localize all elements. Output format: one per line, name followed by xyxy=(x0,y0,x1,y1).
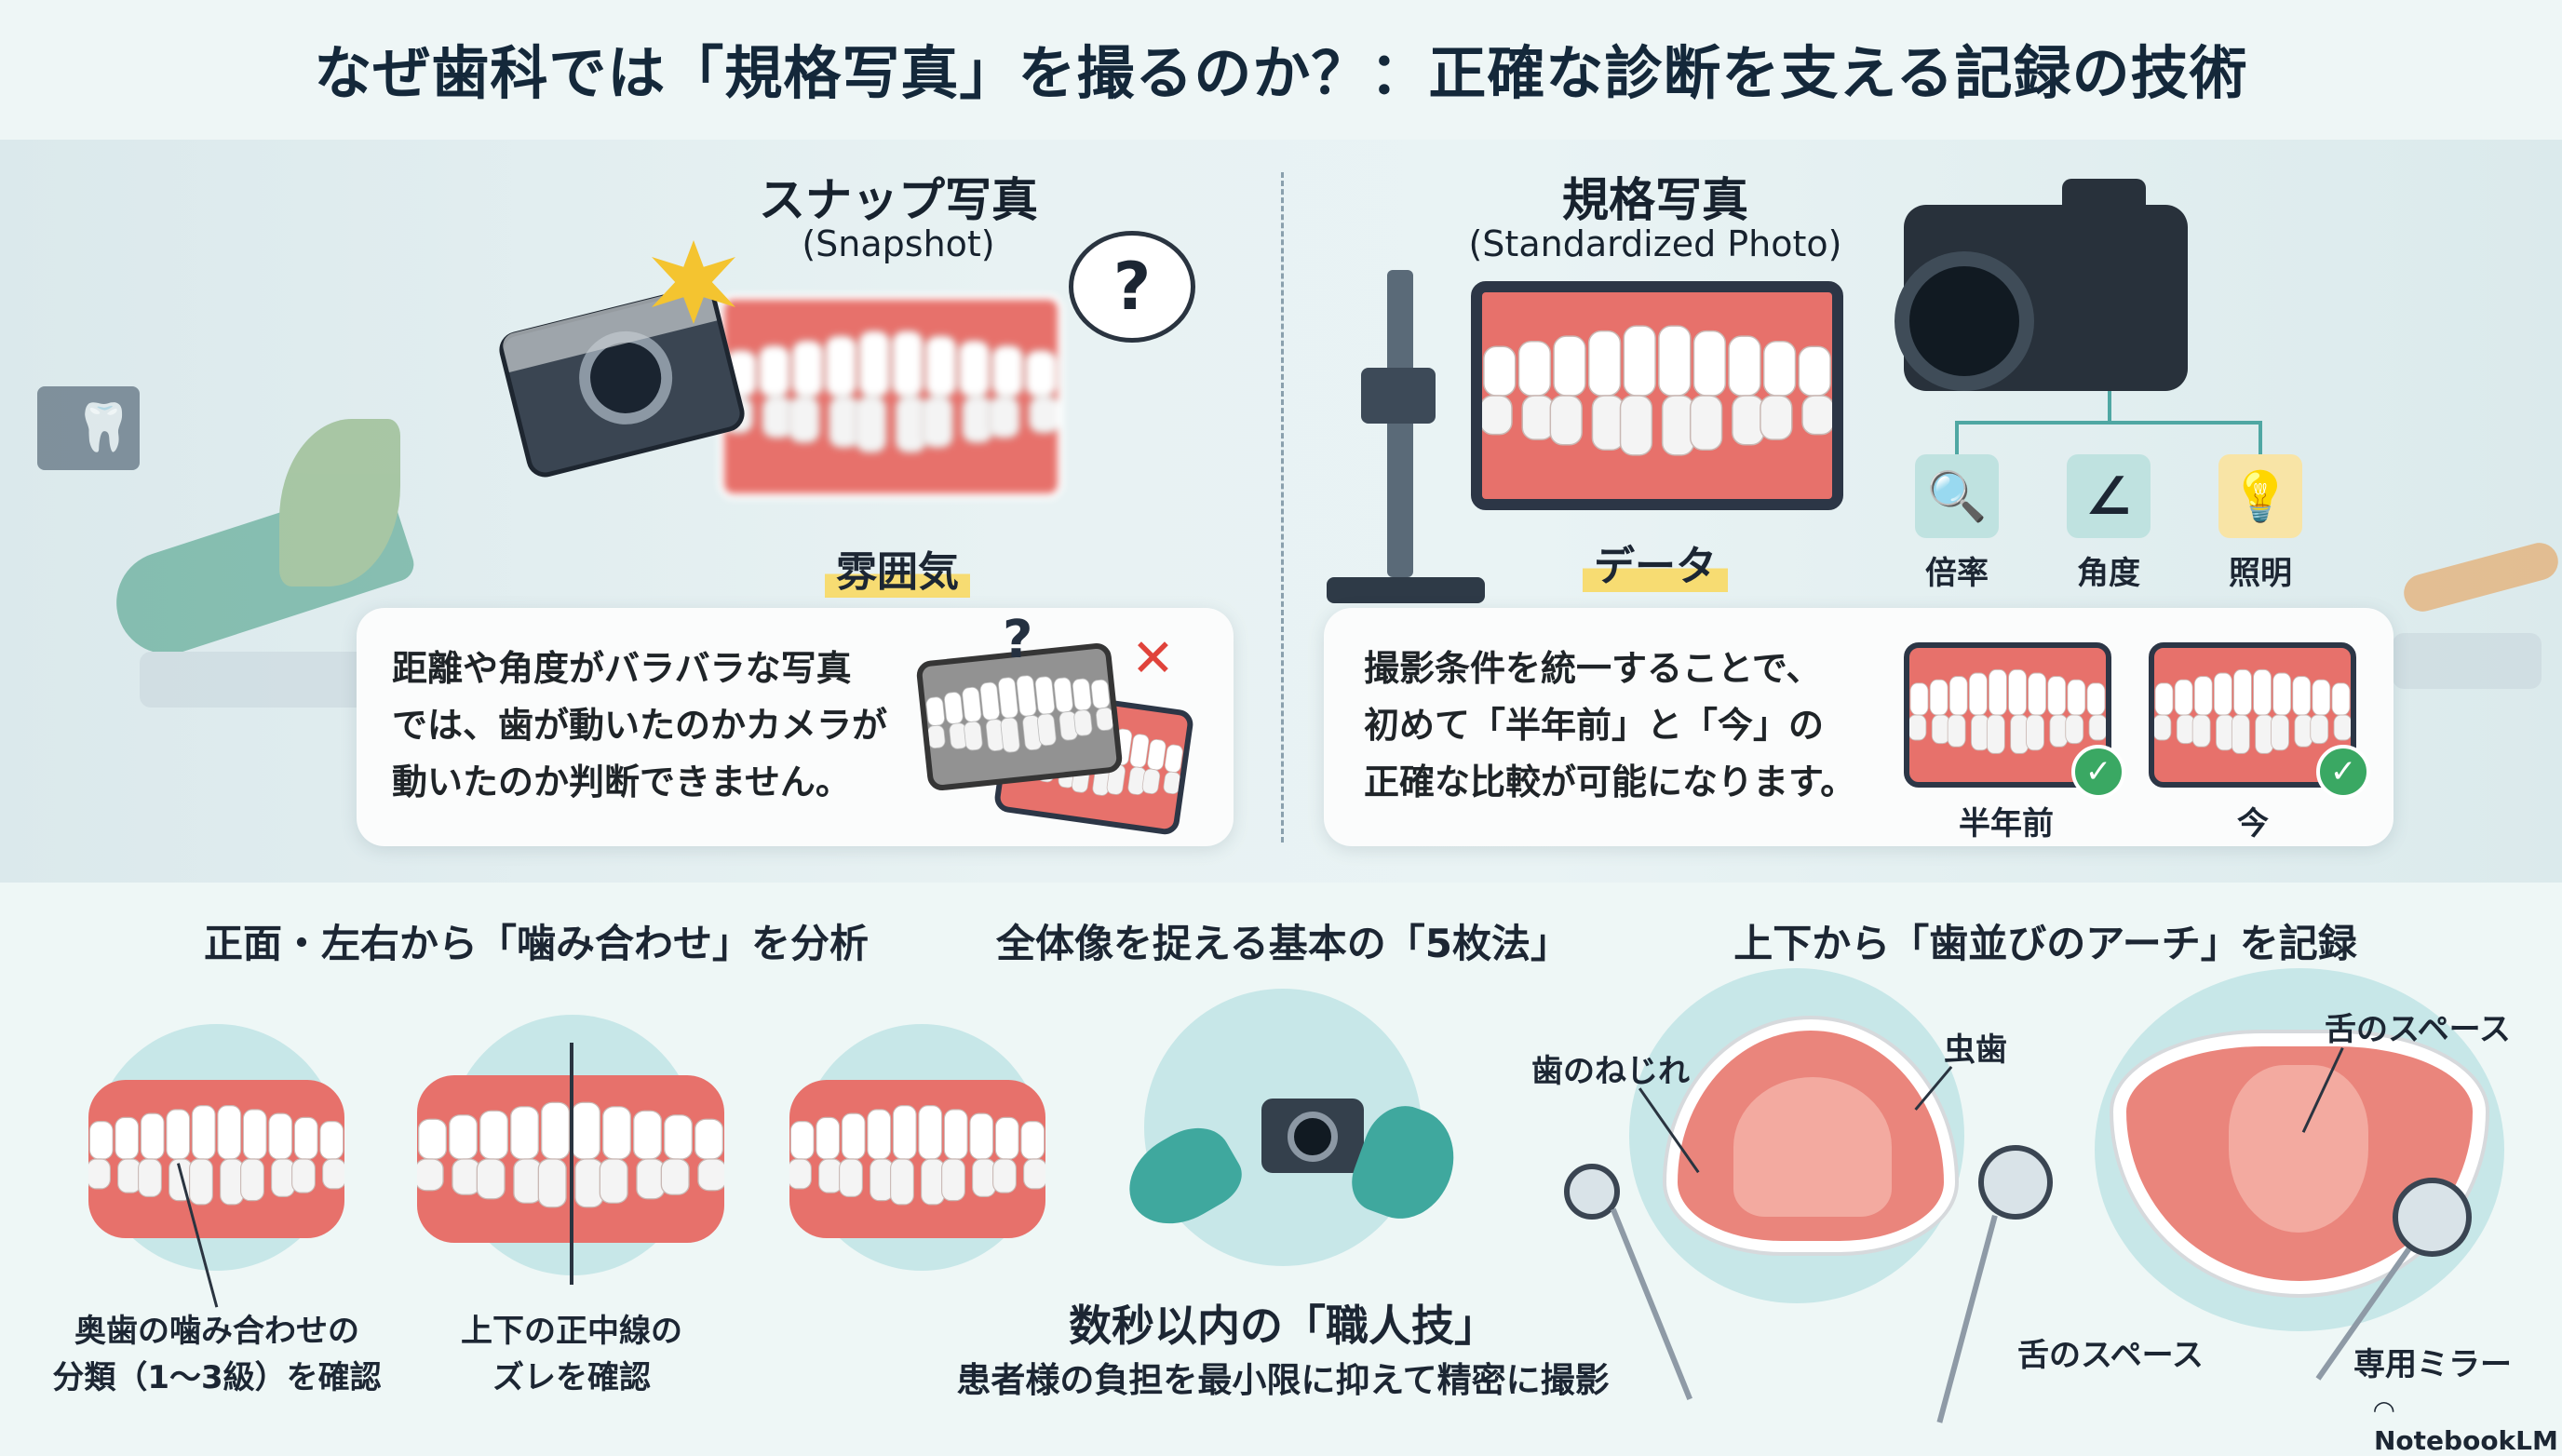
occlusion-heading: 正面・左右から「噛み合わせ」を分析 xyxy=(203,921,869,966)
skill-title: 数秒以内の「職人技」 xyxy=(1069,1301,1497,1351)
notebooklm-watermark: ◠ NotebookLM xyxy=(2374,1395,2562,1456)
camera-stand-base xyxy=(1327,577,1485,603)
check-icon: ✓ xyxy=(2316,745,2370,799)
five-photo-heading: 全体像を捉える基本の「5枚法」 xyxy=(996,921,1570,966)
snapshot-description: 距離や角度がバラバラな写真 では、歯が動いたのかカメラが 動いたのか判断できませ… xyxy=(392,640,887,811)
dslr-camera-icon xyxy=(1895,179,2188,391)
description-line: では、歯が動いたのかカメラが xyxy=(392,705,888,746)
angle-icon: ∠ xyxy=(2084,465,2133,527)
caption-molar-classification: 奥歯の噛み合わせの 分類（1〜3級）を確認 xyxy=(31,1308,403,1401)
label-tongue-space-bottom: 舌のスペース xyxy=(2017,1337,2204,1374)
question-mark-icon: ? xyxy=(1003,610,1033,670)
teeth-icon xyxy=(88,1105,344,1206)
caption-line: 奥歯の噛み合わせの xyxy=(74,1313,359,1350)
comparison-photo-before xyxy=(1904,642,2111,788)
midline-indicator xyxy=(570,1043,573,1285)
caption-line: ズレを確認 xyxy=(492,1359,651,1396)
blurry-teeth-photo xyxy=(719,294,1063,499)
label-twisted-tooth: 歯のねじれ xyxy=(1531,1053,1690,1090)
comparison-label-before: 半年前 xyxy=(1959,805,2054,843)
arch-heading: 上下から「歯並びのアーチ」を記録 xyxy=(1733,921,2357,966)
snapshot-heading: スナップ写真 xyxy=(759,173,1038,227)
factor-label-magnification: 倍率 xyxy=(1925,555,1989,592)
description-line: 撮影条件を統一することで、 xyxy=(1364,648,1822,689)
skill-description: 患者様の負担を最小限に抑えて精密に撮影 xyxy=(956,1360,1610,1400)
description-line: 動いたのか判断できません。 xyxy=(392,762,851,802)
label-mirror: 専用ミラー xyxy=(2353,1346,2512,1383)
lighting-factor: 💡 xyxy=(2218,454,2302,538)
snapshot-subheading: (Snapshot) xyxy=(802,223,995,264)
standardized-subheading: (Standardized Photo) xyxy=(1468,223,1842,264)
label-cavity: 虫歯 xyxy=(1944,1031,2007,1069)
camera-stand-clamp xyxy=(1361,368,1436,424)
dental-mirror-center xyxy=(1978,1145,2053,1220)
standardized-description: 撮影条件を統一することで、 初めて「半年前」と「今」の 正確な比較が可能になりま… xyxy=(1364,640,1855,811)
teeth-left-side-view xyxy=(789,1080,1045,1238)
teeth-icon xyxy=(1909,668,2106,754)
caption-midline: 上下の正中線の ズレを確認 xyxy=(385,1308,758,1401)
magnification-factor: 🔍 xyxy=(1915,454,1999,538)
teeth-right-side-view xyxy=(88,1080,344,1238)
factor-label-lighting: 照明 xyxy=(2229,555,2292,592)
standardized-teeth-monitor xyxy=(1471,281,1843,510)
caption-line: 上下の正中線の xyxy=(461,1313,682,1350)
lightbulb-icon: 💡 xyxy=(2230,468,2291,525)
teeth-icon xyxy=(417,1101,724,1208)
description-line: 距離や角度がバラバラな写真 xyxy=(392,648,852,689)
caption-line: 分類（1〜3級）を確認 xyxy=(52,1359,382,1396)
magnifier-icon: 🔍 xyxy=(1926,468,1988,525)
dental-chair-illustration-right xyxy=(2383,279,2562,801)
standardized-tag: データ xyxy=(1583,533,1728,592)
standardized-heading: 規格写真 xyxy=(1562,173,1748,227)
teeth-icon xyxy=(724,330,1058,453)
description-line: 初めて「半年前」と「今」の xyxy=(1364,705,1825,746)
snapshot-tag: 雰囲気 xyxy=(825,538,970,598)
label-tongue-space-top: 舌のスペース xyxy=(2325,1011,2511,1048)
angle-factor: ∠ xyxy=(2067,454,2151,538)
inconsistent-photo-front xyxy=(915,641,1124,792)
factor-label-angle: 角度 xyxy=(2077,555,2140,592)
cross-icon: ✕ xyxy=(1131,628,1175,689)
teeth-icon xyxy=(1482,325,1832,456)
section-divider xyxy=(1281,172,1284,843)
camera-in-hands-icon xyxy=(1261,1099,1364,1173)
notebooklm-logo-icon: ◠ xyxy=(2374,1395,2394,1425)
dental-chair-illustration: 🦷 xyxy=(0,279,438,801)
teeth-icon xyxy=(789,1105,1045,1206)
teeth-icon xyxy=(2154,668,2351,754)
comparison-label-now: 今 xyxy=(2237,805,2269,843)
thought-bubble-icon: ? xyxy=(1069,231,1195,343)
page-title: なぜ歯科では「規格写真」を撮るのか？：正確な診断を支える記録の技術 xyxy=(314,39,2248,107)
camera-stand xyxy=(1387,270,1413,577)
tooth-monitor-icon: 🦷 xyxy=(74,400,133,454)
connector-lines xyxy=(1955,421,2262,454)
tongue xyxy=(2229,1065,2368,1233)
teeth-icon xyxy=(925,675,1114,753)
comparison-photo-now xyxy=(2149,642,2356,788)
dental-mirror-right xyxy=(2393,1178,2472,1257)
connector-stem xyxy=(2108,391,2111,423)
description-line: 正確な比較が可能になります。 xyxy=(1364,762,1856,802)
check-icon: ✓ xyxy=(2071,745,2125,799)
